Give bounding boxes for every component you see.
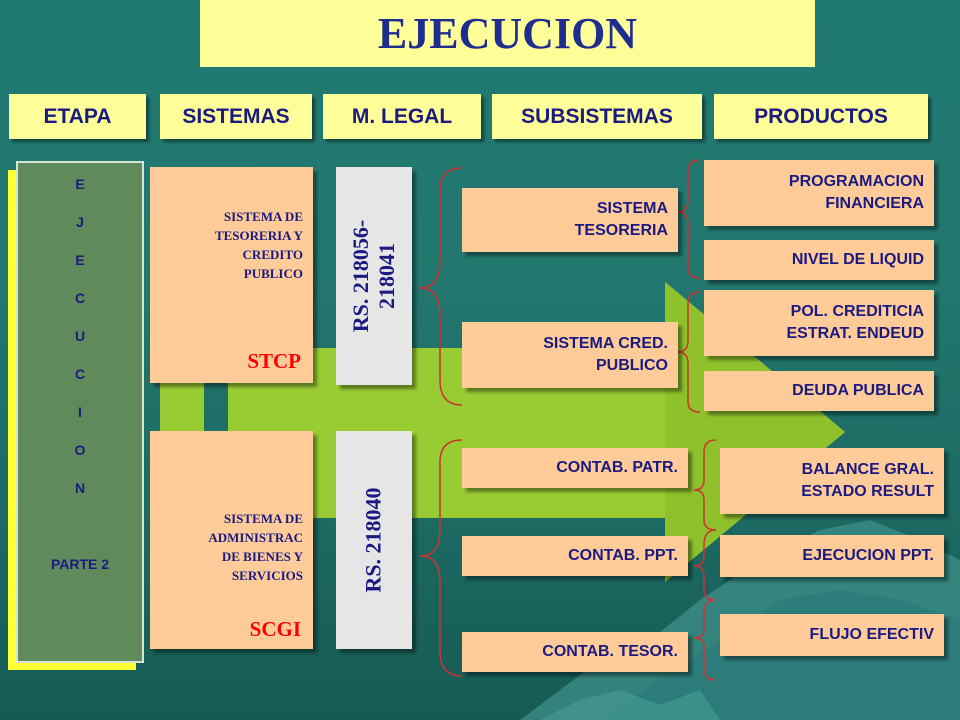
legal-text: RS. 218056- 218041 xyxy=(348,220,400,332)
producto-box: EJECUCION PPT. xyxy=(720,535,944,577)
subsistema-line: CONTAB. TESOR. xyxy=(542,643,678,660)
etapa-letter: C xyxy=(74,290,86,306)
header-productos: PRODUCTOS xyxy=(714,94,928,139)
producto-line: ESTADO RESULT xyxy=(801,483,934,500)
sistema-desc-line: DE BIENES Y xyxy=(221,549,303,564)
producto-line: FLUJO EFECTIV xyxy=(809,626,934,643)
sistema-code: STCP xyxy=(247,349,301,373)
sistema-desc-line: SERVICIOS xyxy=(231,568,303,583)
producto-line: ESTRAT. ENDEUD xyxy=(786,325,925,342)
subsistema-line: CONTAB. PATR. xyxy=(556,459,678,476)
etapa-letter: E xyxy=(75,252,85,268)
producto-line: POL. CREDITICIA xyxy=(790,303,924,320)
etapa-letters: E J E C U C I O N xyxy=(18,175,142,517)
sistema-code: SCGI xyxy=(249,617,301,641)
etapa-letter: C xyxy=(74,366,86,382)
subsistema-line: CONTAB. PPT. xyxy=(568,547,678,564)
sistema-description: SISTEMA DE TESORERIA Y CREDITO PUBLICO xyxy=(215,207,303,283)
producto-line: NIVEL DE LIQUID xyxy=(791,251,924,268)
brace-right-2 xyxy=(677,291,701,413)
producto-box: BALANCE GRAL. ESTADO RESULT xyxy=(720,448,944,514)
sistema-desc-line: SISTEMA DE xyxy=(223,511,303,526)
subsistema-box: SISTEMA CRED. PUBLICO xyxy=(462,322,678,388)
sistema-desc-line: PUBLICO xyxy=(243,266,303,281)
legal-line: RS. 218040 xyxy=(361,487,386,593)
legal-text: RS. 218040 xyxy=(361,487,387,592)
legal-line: 218041 xyxy=(374,243,400,310)
producto-line: EJECUCION PPT. xyxy=(802,547,934,564)
producto-box: NIVEL DE LIQUID xyxy=(704,240,934,280)
sistema-box-stcp: SISTEMA DE TESORERIA Y CREDITO PUBLICO S… xyxy=(150,167,313,383)
producto-box: POL. CREDITICIA ESTRAT. ENDEUD xyxy=(704,290,934,356)
producto-line: PROGRAMACION xyxy=(788,173,924,190)
producto-line: DEUDA PUBLICA xyxy=(792,382,924,399)
brace-group xyxy=(419,159,717,681)
producto-box: FLUJO EFECTIV xyxy=(720,614,944,656)
subsistema-box: CONTAB. TESOR. xyxy=(462,632,688,672)
producto-line: FINANCIERA xyxy=(825,195,924,212)
sistema-box-scgi: SISTEMA DE ADMINISTRAC DE BIENES Y SERVI… xyxy=(150,431,313,649)
page-title: EJECUCION xyxy=(200,0,815,67)
subsistema-line: SISTEMA xyxy=(596,200,668,217)
sistema-desc-line: SISTEMA DE xyxy=(223,209,303,224)
brace-left-1 xyxy=(419,167,463,406)
subsistema-box: CONTAB. PPT. xyxy=(462,536,688,576)
producto-line: BALANCE GRAL. xyxy=(801,461,934,478)
subsistema-line: SISTEMA CRED. xyxy=(543,335,668,352)
header-etapa: ETAPA xyxy=(9,94,146,139)
etapa-letter: N xyxy=(74,480,86,496)
subsistema-line: PUBLICO xyxy=(596,357,668,374)
brace-right-5 xyxy=(693,599,717,681)
legal-line: RS. 218056- xyxy=(348,219,374,333)
subsistema-box: SISTEMA TESORERIA xyxy=(462,188,678,252)
brace-right-3 xyxy=(693,439,717,531)
sistema-desc-line: TESORERIA Y xyxy=(214,228,303,243)
sistema-description: SISTEMA DE ADMINISTRAC DE BIENES Y SERVI… xyxy=(208,509,303,585)
etapa-part-label: PARTE 2 xyxy=(50,556,110,572)
etapa-letter: J xyxy=(76,214,84,230)
etapa-letter: O xyxy=(74,442,86,458)
subsistema-box: CONTAB. PATR. xyxy=(462,448,688,488)
header-subsistemas: SUBSISTEMAS xyxy=(492,94,702,139)
sistema-desc-line: ADMINISTRAC xyxy=(208,530,303,545)
header-m-legal: M. LEGAL xyxy=(323,94,481,139)
etapa-box: E J E C U C I O N PARTE 2 xyxy=(16,161,144,663)
legal-box-1: RS. 218056- 218041 xyxy=(336,167,412,385)
sistema-desc-line: CREDITO xyxy=(242,247,303,262)
brace-right-1 xyxy=(677,159,701,279)
etapa-letter: U xyxy=(74,328,86,344)
producto-box: DEUDA PUBLICA xyxy=(704,371,934,411)
legal-box-2: RS. 218040 xyxy=(336,431,412,649)
etapa-letter: E xyxy=(75,176,85,192)
producto-box: PROGRAMACION FINANCIERA xyxy=(704,160,934,226)
header-sistemas: SISTEMAS xyxy=(160,94,312,139)
etapa-letter: I xyxy=(78,404,82,420)
subsistema-line: TESORERIA xyxy=(574,222,668,239)
brace-left-2 xyxy=(419,439,463,677)
brace-right-4 xyxy=(693,529,717,601)
